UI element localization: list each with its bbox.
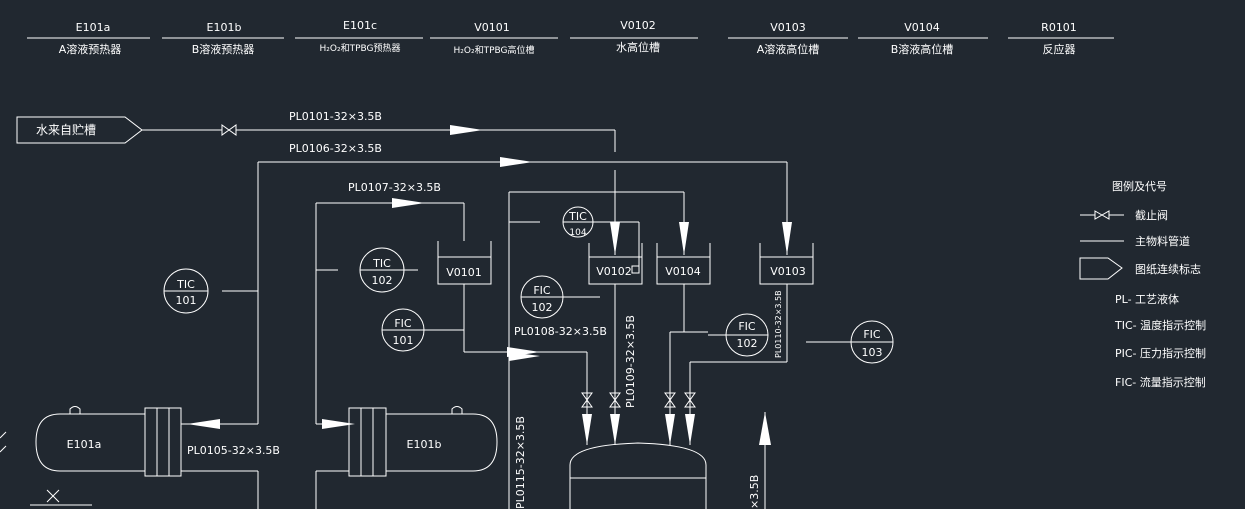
header-name: 反应器	[1043, 42, 1076, 56]
legend-code: PIC- 压力指示控制	[1115, 346, 1206, 360]
header-name: B溶液预热器	[192, 42, 255, 56]
legend-code: FIC- 流量指示控制	[1115, 375, 1206, 389]
water-source: 水来自贮槽	[16, 116, 143, 144]
header-code: E101c	[343, 19, 377, 32]
instrument-tic102: TIC 102	[316, 247, 418, 293]
vessel-tag: V0104	[665, 265, 701, 278]
header-name: A溶液高位槽	[757, 42, 820, 56]
vessel-tag: V0103	[770, 265, 806, 278]
instrument-number: 103	[862, 346, 883, 359]
instrument-fic103: FIC 103	[806, 320, 894, 364]
instrument-number: 101	[393, 334, 414, 347]
instrument-type: TIC	[568, 210, 587, 223]
header-code: E101a	[76, 21, 111, 34]
pipe-label: PL0107-32×3.5B	[348, 181, 441, 194]
vessel-v0104: V0104	[656, 243, 711, 285]
instrument-fic101: FIC 101	[381, 284, 540, 357]
exchanger-e101a: E101a PL0105-32×3.5B	[0, 406, 280, 506]
header-name: H₂O₂和TPBG预热器	[320, 42, 401, 54]
legend-label: 截止阀	[1135, 208, 1168, 222]
instrument-type: FIC	[738, 320, 756, 333]
exchanger-tag: E101a	[67, 438, 102, 451]
header-code: V0104	[904, 21, 940, 34]
legend: 图例及代号 截止阀 主物料管道 图纸连续标志 PL- 工艺液体 TIC- 温度指…	[1079, 179, 1206, 389]
legend-label: 主物料管道	[1135, 234, 1190, 248]
gate-valve	[684, 392, 696, 408]
instrument-number: 104	[569, 228, 586, 238]
header-code: E101b	[207, 21, 242, 34]
instrument-type: FIC	[394, 317, 412, 330]
gate-valve-icon	[1094, 210, 1110, 220]
exchanger-e101b: E101b	[316, 406, 498, 477]
pipe-label: PL0106-32×3.5B	[289, 142, 382, 155]
offpage-connector-icon	[1079, 257, 1123, 280]
gate-valve	[609, 392, 621, 408]
gate-valve	[221, 124, 237, 136]
gate-valve	[581, 392, 593, 408]
pipe-label: PL0110-32×3.5B	[774, 290, 783, 358]
instrument-number: 102	[372, 274, 393, 287]
pipe-label: PL0115-32×3.5B	[514, 416, 527, 509]
vessel-v0101: V0101	[437, 241, 492, 285]
equipment-header: E101a A溶液预热器 E101b B溶液预热器 E101c H₂O₂和TPB…	[27, 19, 1114, 56]
header-name: 水高位槽	[616, 40, 660, 54]
instrument-number: 102	[532, 301, 553, 314]
pipe-label: PL0109-32×3.5B	[624, 315, 637, 408]
water-distribution	[508, 170, 689, 509]
header-name: B溶液高位槽	[891, 42, 954, 56]
vessel-tag: V0102	[596, 265, 632, 278]
pipe-label: ×3.5B	[748, 475, 761, 509]
source-label: 水来自贮槽	[36, 122, 96, 137]
legend-label: 图纸连续标志	[1135, 262, 1201, 276]
reactor-feed-lines: PL0109-32×3.5B PL0110-32×3.5B PL0108-32×…	[509, 284, 788, 509]
gate-valve	[664, 392, 676, 408]
pipe-pl0101: PL0101-32×3.5B	[142, 110, 616, 152]
legend-code: TIC- 温度指示控制	[1114, 318, 1206, 332]
pipe-label: PL0105-32×3.5B	[187, 444, 280, 457]
pipe-pl0107: PL0107-32×3.5B	[315, 181, 465, 509]
vessel-tag: V0101	[446, 266, 482, 279]
instrument-type: TIC	[176, 278, 195, 291]
instrument-type: FIC	[863, 328, 881, 341]
pipe-label: PL0101-32×3.5B	[289, 110, 382, 123]
header-name: H₂O₂和TPBG高位槽	[454, 44, 535, 56]
instrument-fic102a: FIC 102	[520, 275, 600, 319]
header-code: V0103	[770, 21, 806, 34]
instrument-fic102b: FIC 102	[708, 313, 769, 357]
legend-title: 图例及代号	[1112, 179, 1167, 193]
offpage-connector	[16, 116, 143, 144]
reactor-r0101: ×3.5B	[569, 412, 771, 509]
instrument-type: FIC	[533, 284, 551, 297]
instrument-type: TIC	[372, 257, 391, 270]
pipe-pl0106: PL0106-32×3.5B	[187, 142, 792, 509]
header-name: A溶液预热器	[59, 42, 122, 56]
instrument-number: 101	[176, 294, 197, 307]
instrument-tic104: TIC 104	[562, 206, 594, 238]
exchanger-tag: E101b	[407, 438, 442, 451]
legend-code: PL- 工艺液体	[1115, 292, 1179, 306]
instrument-tic101: TIC 101	[163, 268, 258, 314]
header-code: R0101	[1041, 21, 1077, 34]
header-code: V0102	[620, 19, 656, 32]
instrument-number: 102	[737, 337, 758, 350]
pipe-label: PL0108-32×3.5B	[514, 325, 607, 338]
header-code: V0101	[474, 21, 510, 34]
